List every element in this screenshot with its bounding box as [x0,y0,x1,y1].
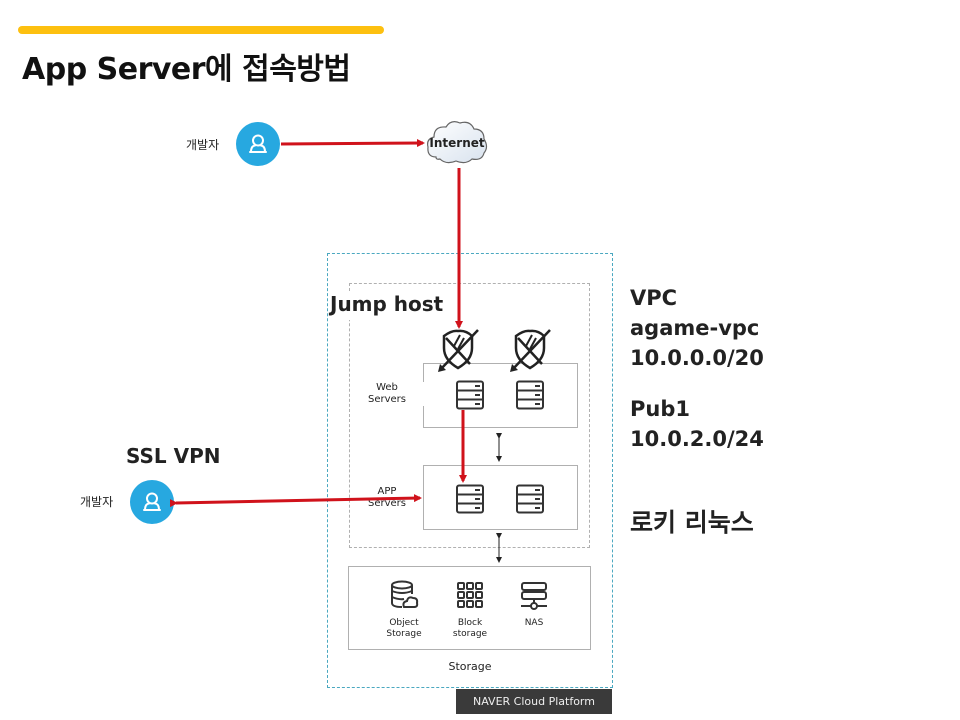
vpc-boundary [327,253,613,688]
web-servers-label-line1: Web [376,382,398,393]
public-subnet-boundary [349,283,590,548]
acg-shield-icon [438,329,479,372]
server-icon[interactable] [515,484,545,514]
user-to-internet-arrow [280,139,425,148]
object-storage-label-line1: Object [389,618,419,628]
user-icon [143,492,161,511]
page-title: App Server에 접속방법 [22,52,351,87]
web-servers-group [423,363,578,428]
nas-label: NAS [504,618,564,629]
block-storage-label-line2: storage [452,629,488,639]
storage-group [348,566,591,650]
title-accent-bar [18,26,384,34]
os-label: 로키 리눅스 [630,508,754,537]
ssl-vpn-label: SSL VPN [126,444,221,468]
top-user-label: 개발자 [186,138,220,152]
object-storage-label-line2: Storage [386,629,422,639]
internet-label: Internet [429,136,485,150]
app-servers-label: APP Servers [350,486,424,510]
app-servers-group [423,465,578,530]
cloud-icon [427,121,488,164]
user-icon [249,134,267,153]
ssl-vpn-user-label: 개발자 [80,495,114,509]
jump-host-label: Jump host [328,292,448,320]
naver-cloud-platform-badge: NAVER Cloud Platform [456,689,612,714]
vpc-cidr: 10.0.0.0/20 [630,346,764,370]
server-icon[interactable] [455,484,485,514]
nas-icon [521,582,547,610]
top-user-avatar[interactable] [236,122,280,166]
server-icon[interactable] [515,380,545,410]
web-servers-label-line2: Servers [367,394,406,405]
subnet-name: Pub1 [630,397,690,421]
network-info: VPC agame-vpc 10.0.0.0/20 Pub1 10.0.2.0/… [630,283,764,454]
block-storage-icon [457,582,483,608]
block-storage-label: Block storage [440,618,500,640]
web-servers-label: Web Servers [350,382,424,406]
server-icon[interactable] [455,380,485,410]
storage-caption: Storage [448,660,492,673]
acg-shield-icon [510,329,551,372]
vpc-name: agame-vpc [630,316,760,340]
app-servers-label-line2: Servers [367,498,406,509]
app-servers-label-line1: APP [377,486,397,497]
object-storage-icon [391,580,419,608]
ssl-vpn-user-avatar[interactable] [130,480,174,524]
vpc-title: VPC [630,286,678,310]
nas-label-line1: NAS [524,618,544,628]
object-storage-label: Object Storage [374,618,434,640]
block-storage-label-line1: Block [457,618,483,628]
subnet-cidr: 10.0.2.0/24 [630,427,764,451]
